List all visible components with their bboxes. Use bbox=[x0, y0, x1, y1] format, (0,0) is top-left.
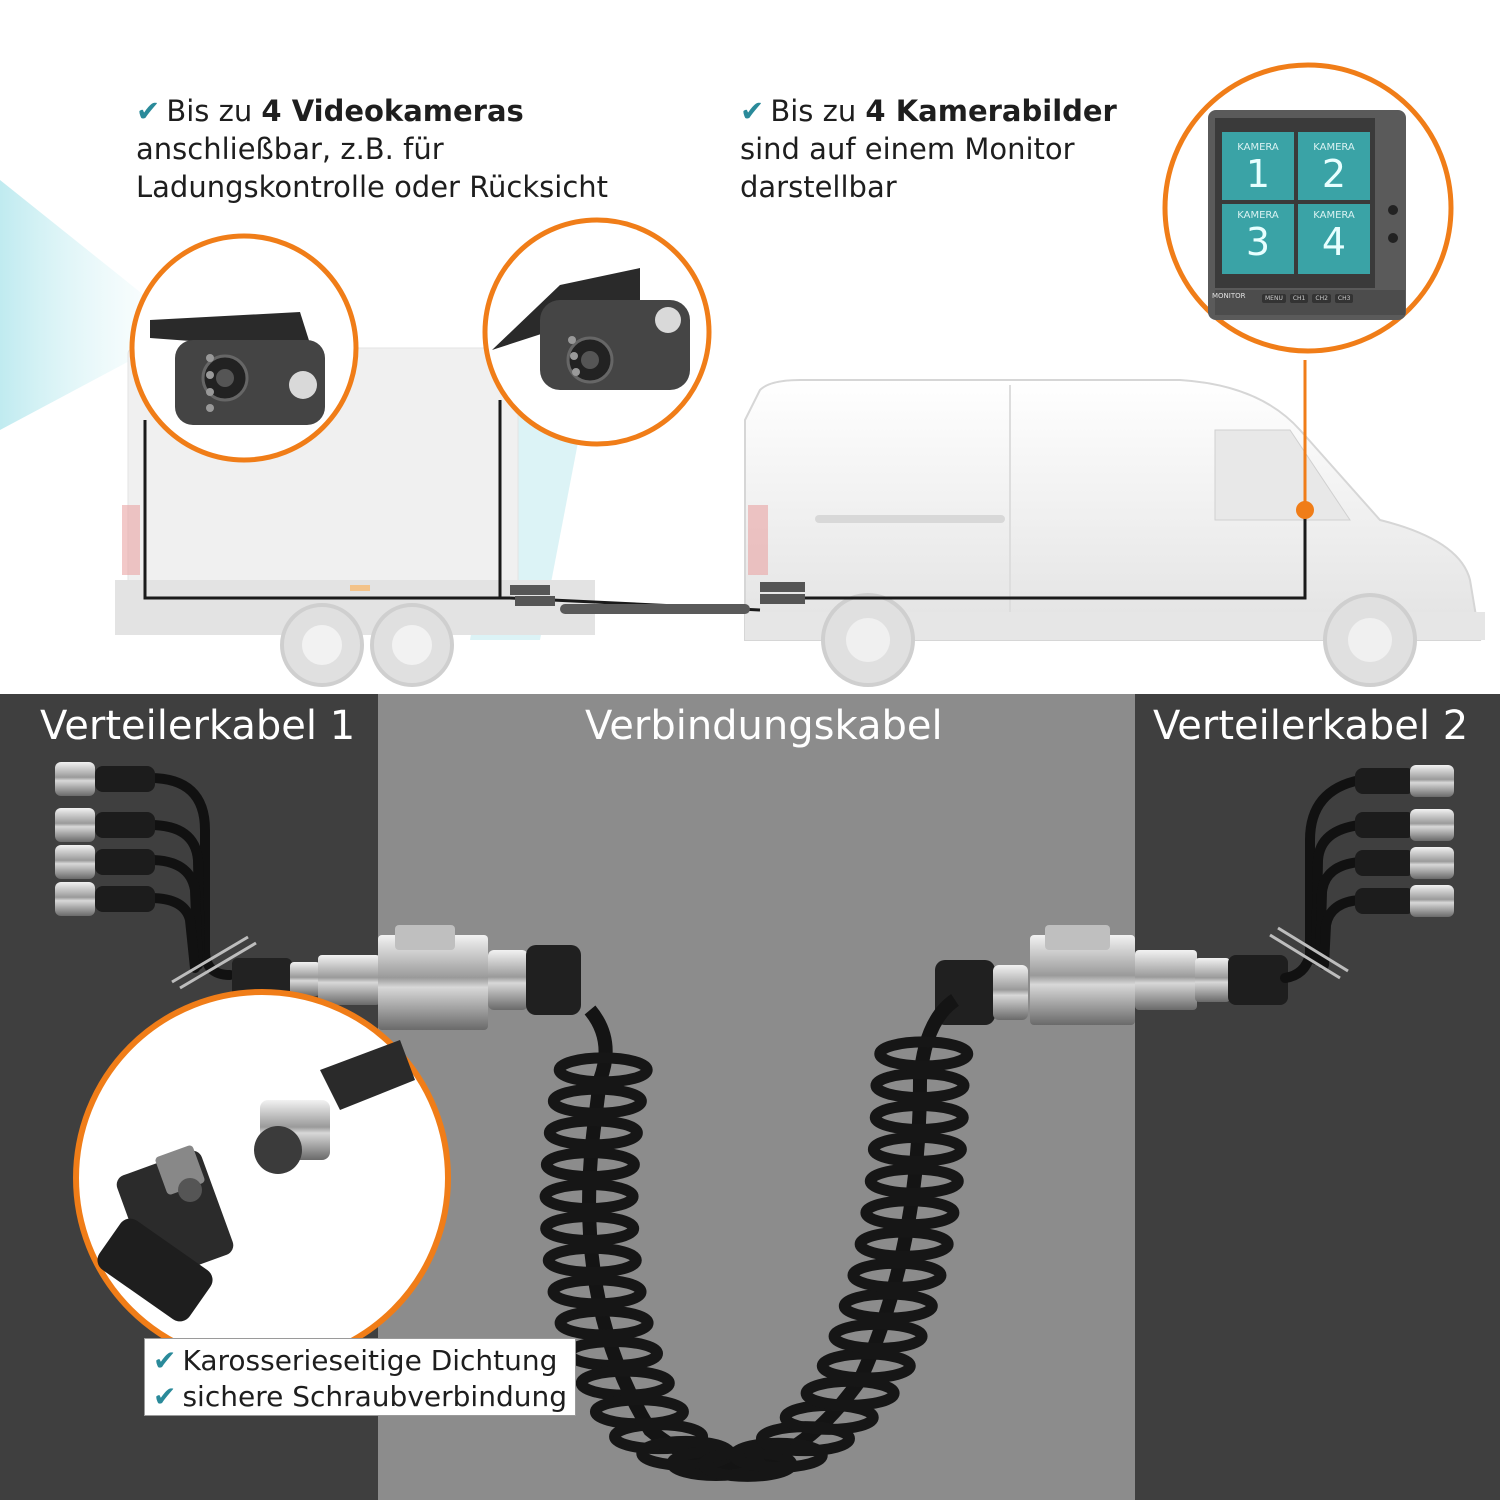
monitor-button-menu: MENU bbox=[1262, 294, 1286, 303]
monitor-quadrant-4-number: 4 bbox=[1321, 220, 1347, 264]
feature-cameras: ✔Bis zu 4 Videokameras anschließbar, z.B… bbox=[136, 92, 636, 206]
connector-plug-left bbox=[378, 925, 581, 1030]
check-icon: ✔ bbox=[153, 1380, 177, 1413]
monitor-quadrant-3-number: 3 bbox=[1245, 220, 1271, 264]
coil-ring bbox=[867, 1131, 967, 1167]
connector-icon bbox=[73, 989, 451, 1367]
coil-ring bbox=[547, 1083, 647, 1119]
monitor-brand: MONITOR bbox=[1212, 292, 1246, 300]
coil-ring bbox=[543, 1115, 643, 1151]
monitor-quadrant-4-label: KAMERA bbox=[1313, 210, 1355, 221]
coil-ring bbox=[869, 1099, 969, 1135]
section-label-center: Verbindungskabel bbox=[585, 703, 943, 749]
coil-ring bbox=[553, 1052, 653, 1088]
coil-ring bbox=[542, 1242, 642, 1278]
coil-ring bbox=[874, 1036, 974, 1072]
distribution-cable-2 bbox=[1135, 765, 1454, 1010]
coil-ring bbox=[860, 1195, 960, 1231]
seal-feature-2: sichere Schraubverbindung bbox=[182, 1380, 567, 1413]
coil-ring bbox=[847, 1257, 947, 1293]
feature-monitor: ✔Bis zu 4 Kamerabilder sind auf einem Mo… bbox=[740, 92, 1160, 206]
connector-row-trailer bbox=[510, 582, 805, 614]
feature-monitor-line2: sind auf einem Monitor bbox=[740, 132, 1075, 166]
monitor-quadrant-1-number: 1 bbox=[1245, 152, 1271, 196]
section-label-right: Verteilerkabel 2 bbox=[1153, 703, 1469, 749]
camera-icon-2 bbox=[482, 217, 712, 447]
monitor-button-ch2: CH2 bbox=[1312, 294, 1331, 303]
monitor-button-ch1: CH1 bbox=[1289, 294, 1309, 303]
coil-ring bbox=[539, 1179, 639, 1215]
coil-ring bbox=[870, 1068, 970, 1104]
section-label-left: Verteilerkabel 1 bbox=[40, 703, 356, 749]
coil-ring bbox=[838, 1288, 938, 1324]
feature-monitor-prefix: Bis zu bbox=[770, 94, 866, 128]
coil-ring bbox=[540, 1147, 640, 1183]
feature-monitor-bold: 4 Kamerabilder bbox=[865, 94, 1117, 128]
monitor-quadrant-2-label: KAMERA bbox=[1313, 142, 1355, 153]
monitor-location-dot bbox=[1296, 501, 1314, 519]
seal-feature-1: Karosserieseitige Dichtung bbox=[182, 1344, 558, 1377]
monitor-icon bbox=[1162, 62, 1454, 354]
van-icon bbox=[744, 379, 1485, 687]
coil-ring bbox=[540, 1210, 640, 1246]
coil-ring bbox=[816, 1348, 916, 1384]
distribution-cable-1 bbox=[55, 762, 380, 1005]
coil-ring bbox=[864, 1163, 964, 1199]
coil-ring bbox=[828, 1318, 928, 1354]
feature-cameras-line3: Ladungskontrolle oder Rücksicht bbox=[136, 170, 609, 204]
feature-cameras-line2: anschließbar, z.B. für bbox=[136, 132, 444, 166]
monitor-quadrant-3-label: KAMERA bbox=[1237, 210, 1279, 221]
coil-ring bbox=[554, 1305, 654, 1341]
monitor-buttons: MENU CH1 CH2 CH3 bbox=[1262, 294, 1354, 303]
camera-icon-1 bbox=[129, 233, 359, 463]
check-icon: ✔ bbox=[153, 1344, 177, 1377]
feature-cameras-bold: 4 Videokameras bbox=[261, 94, 524, 128]
coil-rings bbox=[539, 1036, 974, 1482]
seal-feature-box: ✔Karosserieseitige Dichtung ✔sichere Sch… bbox=[144, 1338, 576, 1416]
coil-ring bbox=[547, 1274, 647, 1310]
check-icon: ✔ bbox=[740, 94, 765, 128]
feature-cameras-prefix: Bis zu bbox=[166, 94, 262, 128]
monitor-button-ch3: CH3 bbox=[1334, 294, 1354, 303]
check-icon: ✔ bbox=[136, 94, 161, 128]
feature-monitor-line3: darstellbar bbox=[740, 170, 897, 204]
coil-ring bbox=[854, 1226, 954, 1262]
monitor-quadrant-1-label: KAMERA bbox=[1237, 142, 1279, 153]
monitor-quadrant-2-number: 2 bbox=[1321, 152, 1347, 196]
